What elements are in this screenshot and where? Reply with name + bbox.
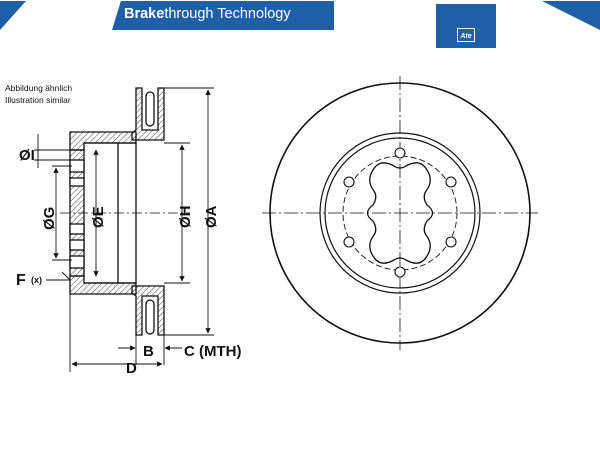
label-f: F — [16, 272, 26, 289]
caption-line-english: Illustration similar — [5, 95, 71, 105]
bolt-hole — [343, 176, 355, 188]
illustration-caption: Abbildung ähnlich Illustration similar — [5, 82, 72, 106]
bolt-holes — [343, 147, 457, 278]
label-c-mth: C (MTH) — [184, 343, 241, 360]
bolt-hole — [394, 266, 406, 278]
bolt-hole — [445, 236, 457, 248]
label-b: B — [143, 343, 154, 360]
label-dia-i: ØI — [19, 147, 35, 164]
label-d: D — [126, 360, 137, 377]
label-dia-e: ØE — [90, 206, 107, 228]
label-f-sub: (x) — [31, 275, 42, 285]
label-dia-h: ØH — [177, 206, 194, 229]
dimension-lines — [34, 87, 214, 372]
header-bar: Brakethrough Technology Ate — [0, 0, 600, 48]
ate-logo-text: Ate — [459, 33, 471, 40]
disc-front-view — [262, 76, 538, 350]
brand-title-bold: Brake — [124, 6, 165, 22]
brand-banner — [112, 1, 334, 30]
brand-title-rest: through Technology — [164, 6, 291, 22]
bolt-hole — [445, 176, 457, 188]
ate-logo: Ate — [436, 4, 496, 48]
disc-cross-section — [69, 87, 165, 336]
caption-line-german: Abbildung ähnlich — [5, 83, 73, 93]
dimension-labels: ØI ØG ØE ØH ØA F (x) B C (MTH) D — [16, 147, 241, 377]
hub-center-outline — [366, 162, 434, 264]
bolt-hole — [343, 236, 355, 248]
ate-logo-mark-icon: Ate — [457, 28, 475, 42]
brand-title: Brakethrough Technology — [124, 6, 291, 22]
label-dia-a: ØA — [203, 205, 220, 228]
label-dia-g: ØG — [41, 207, 58, 230]
bolt-hole — [394, 147, 406, 159]
